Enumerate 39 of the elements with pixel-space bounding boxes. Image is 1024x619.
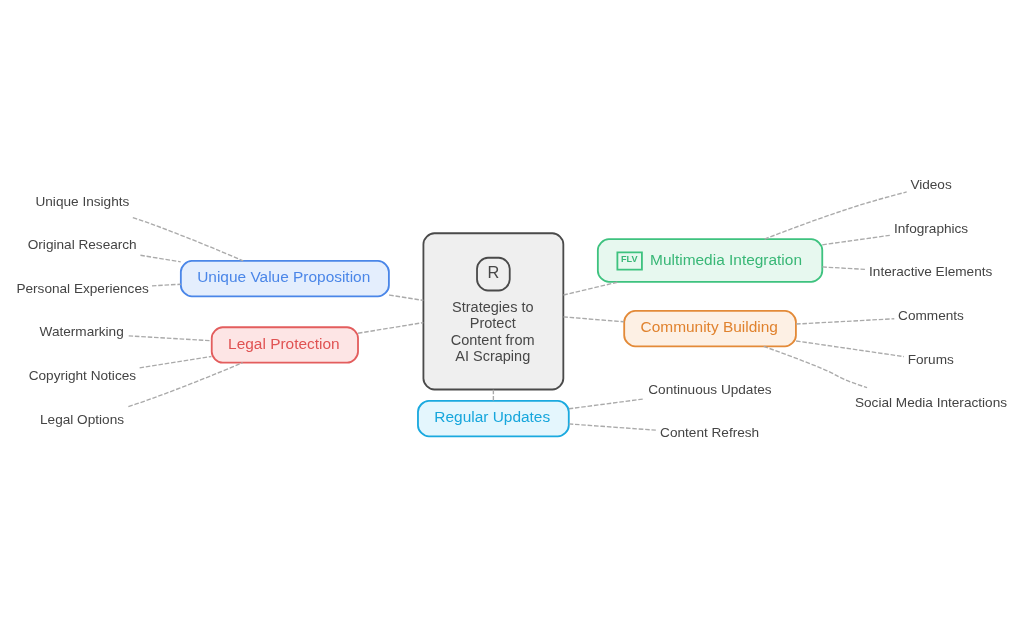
node-text: Interactive Elements xyxy=(869,263,993,279)
connector xyxy=(568,422,658,431)
node-text: Forums xyxy=(907,351,954,367)
node-text: Content Refresh xyxy=(660,424,760,440)
connector xyxy=(562,280,620,296)
connector xyxy=(821,234,891,245)
connector xyxy=(492,388,495,401)
connector xyxy=(151,283,182,286)
connector xyxy=(139,254,182,262)
connector xyxy=(795,317,895,325)
node-text: Infographics xyxy=(894,220,969,236)
node-box: R Strategies to Protect Content from AI Scraping xyxy=(422,231,565,390)
node-text: Comments xyxy=(898,307,964,323)
node-text: Watermarking xyxy=(39,323,124,339)
connector xyxy=(388,293,425,301)
node-box: FLV Multimedia Integration xyxy=(596,237,824,283)
connector xyxy=(127,361,244,407)
node-text: Videos xyxy=(910,176,952,192)
connector xyxy=(128,334,213,341)
node-text: Copyright Notices xyxy=(28,367,137,383)
connector xyxy=(795,339,905,357)
node-text: Legal Options xyxy=(40,411,125,427)
node-text: Original Research xyxy=(27,236,137,252)
connector xyxy=(562,315,625,322)
node-box: Community Building xyxy=(623,309,797,347)
connector xyxy=(763,190,908,240)
node-text: Personal Experiences xyxy=(16,280,149,296)
node-box: Legal Protection xyxy=(210,325,359,364)
node-box: Unique Value Proposition xyxy=(179,259,390,297)
node-text: Social Media Interactions xyxy=(854,394,1008,410)
node-box: Regular Updates xyxy=(417,399,570,437)
node-text: Continuous Updates xyxy=(648,381,772,397)
connector xyxy=(821,265,866,270)
connector xyxy=(763,345,868,388)
connector xyxy=(357,321,425,334)
connector xyxy=(132,216,244,261)
connector xyxy=(568,397,646,409)
connector xyxy=(138,355,213,368)
node-text: Unique Insights xyxy=(35,193,130,209)
